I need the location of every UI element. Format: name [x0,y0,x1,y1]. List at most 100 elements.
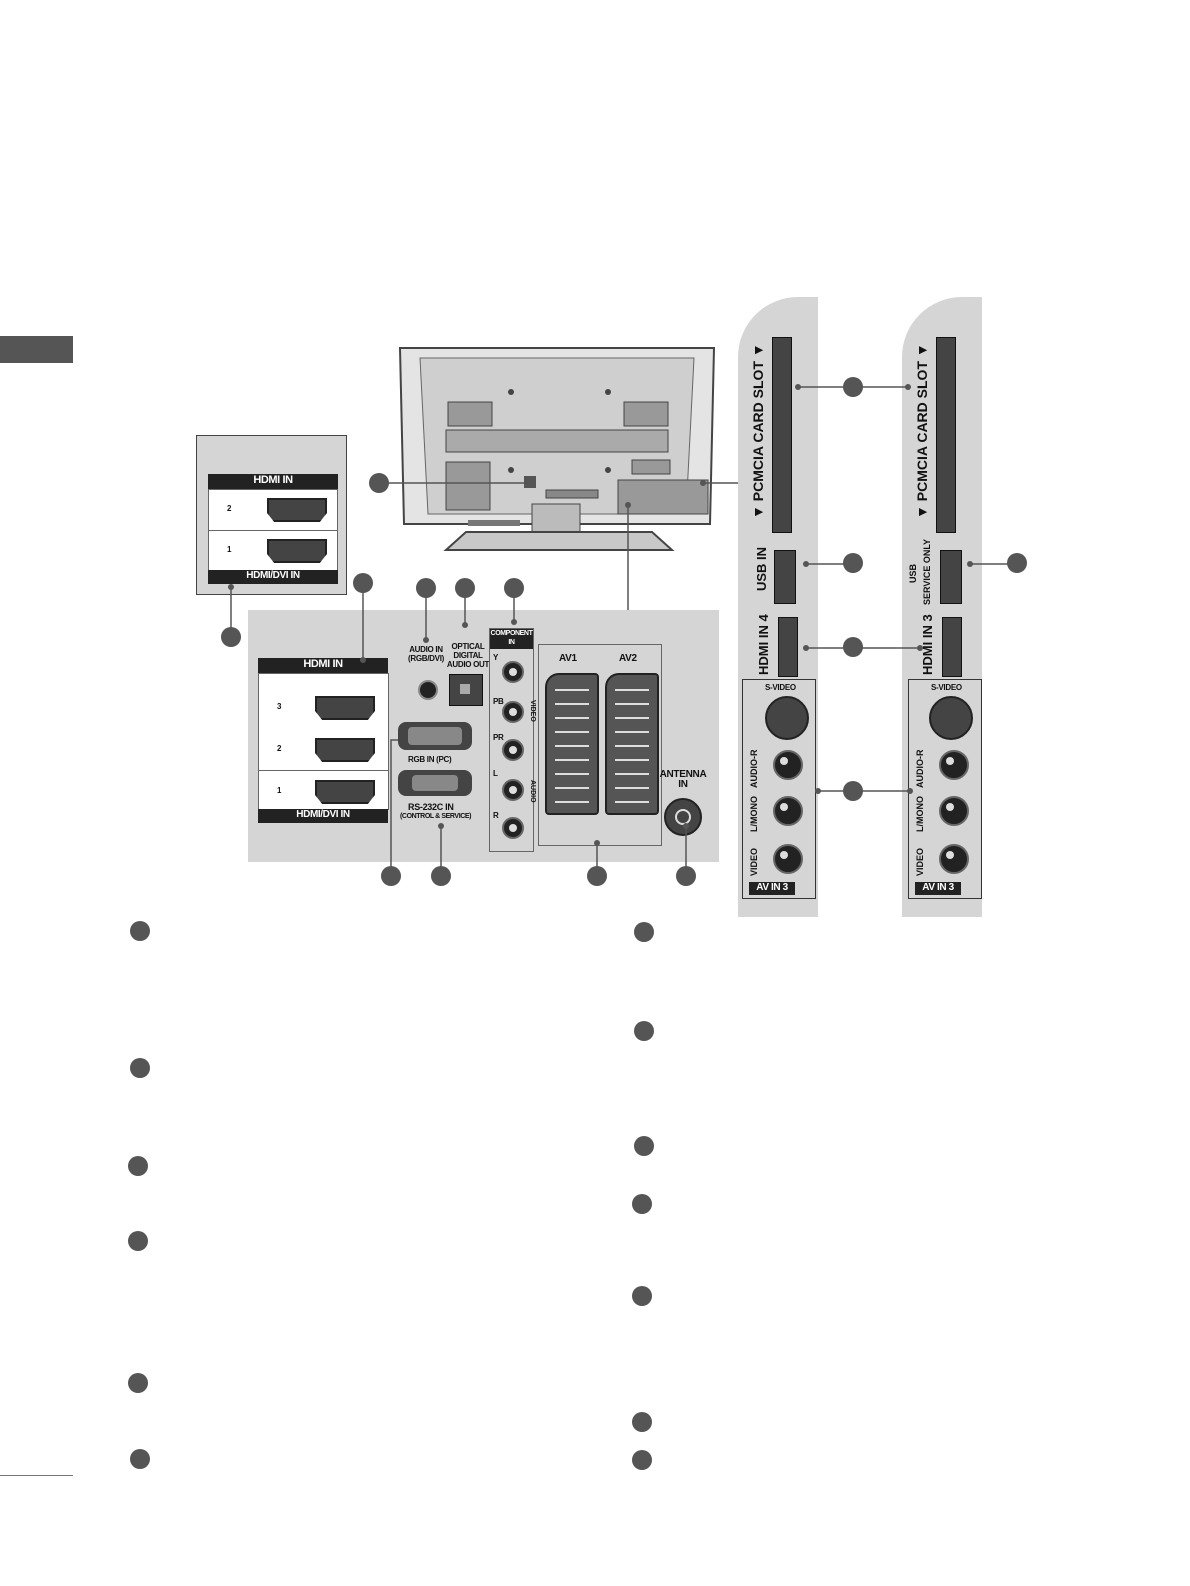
tv-back-illustration [398,347,716,551]
av-in-group: S-VIDEO AUDIO-R L/MONO VIDEO AV IN 3 [908,679,982,899]
callout-marker [843,377,863,397]
av1-label: AV1 [559,653,577,664]
av-in-label: AV IN 3 [749,882,795,895]
callout-marker [1007,553,1027,573]
audio-l-jack [773,796,803,826]
rs232-port [398,770,472,796]
component-l-jack [502,779,524,801]
comp-y-label: Y [493,653,499,662]
callout-marker [455,578,475,598]
legend-marker [130,1058,150,1078]
optical-text-3: AUDIO OUT [446,660,490,669]
callout-marker [369,473,389,493]
port-number: 3 [277,702,282,711]
component-y-jack [502,661,524,683]
optical-port [449,674,483,706]
legend-marker [128,1156,148,1176]
port-number: 2 [227,504,232,513]
callout-marker [587,866,607,886]
video-jack [773,844,803,874]
component-pr-jack [502,739,524,761]
callout-marker [353,573,373,593]
scart-av1-port [545,673,599,815]
divider [259,770,388,771]
hdmi-inset-port-2: 2 [208,489,338,531]
legend-marker [632,1194,652,1214]
hdmi-port-icon [267,498,327,522]
legend-marker [634,922,654,942]
optical-window [460,684,470,694]
optical-label: OPTICAL DIGITAL AUDIO OUT [446,642,490,669]
hdmi-inset-title: HDMI IN [208,474,338,489]
comp-pb-label: PB [493,697,504,706]
hdmi-port-icon [267,539,327,563]
legend-marker [632,1450,652,1470]
rs232-sub-label: (CONTROL & SERVICE) [400,813,472,820]
audio-in-label: AUDIO IN (RGB/DVI) [403,645,449,663]
scart-pins [555,683,589,803]
hdmi-group-footer: HDMI/DVI IN [258,809,388,823]
legend-marker [128,1373,148,1393]
audio-in-text: AUDIO IN [409,645,443,654]
port-number: 2 [277,744,282,753]
side-panel-left: ▼ PCMCIA CARD SLOT ▼ USB IN HDMI IN 4 S-… [738,297,818,917]
legend-marker [634,1136,654,1156]
callout-marker [843,637,863,657]
antenna-text-1: ANTENNA [659,769,707,780]
component-title-2: IN [508,639,515,646]
hdmi-port-icon [315,696,375,720]
hdmi-port-icon [315,780,375,804]
scart-pins [615,683,649,803]
hdmi-port-icon [315,738,375,762]
video-jack [939,844,969,874]
callout-marker [843,553,863,573]
rgb-in-port [398,722,472,750]
audio-in-sub-text: (RGB/DVI) [408,654,444,663]
component-pb-jack [502,701,524,723]
av2-label: AV2 [619,653,637,664]
antenna-port [664,798,702,836]
comp-l-label: L [493,769,498,778]
legend-marker [634,1021,654,1041]
component-title-1: COMPONENT [490,630,533,637]
component-r-jack [502,817,524,839]
legend-marker [128,1231,148,1251]
rs232-label: RS-232C IN [408,802,454,812]
footer-rule [0,1475,73,1476]
hdmi-group: 3 2 1 [258,673,389,810]
callout-marker [221,627,241,647]
hdmi-inset-box: HDMI IN 2 1 HDMI/DVI IN [196,435,347,595]
pcmcia-slot [936,337,956,533]
svideo-port [929,696,973,740]
callout-marker [676,866,696,886]
comp-r-label: R [493,811,499,820]
side-panel-right: ▼ PCMCIA CARD SLOT ▼ USB SERVICE ONLY HD… [902,297,982,917]
legend-marker [130,921,150,941]
port-number: 1 [277,786,282,795]
rs232-pins [412,775,458,791]
hdmi4-port [778,617,798,677]
port-number: 1 [227,545,232,554]
optical-text-2: DIGITAL [453,651,483,660]
rgb-in-label: RGB IN (PC) [408,755,452,764]
legend-marker [632,1412,652,1432]
section-tab [0,336,73,363]
rgb-pins [408,727,462,745]
comp-pr-label: PR [493,733,504,742]
pcmcia-slot [772,337,792,533]
svideo-label: S-VIDEO [765,683,796,692]
audio-in-jack [418,680,438,700]
component-group: COMPONENT IN Y PB PR L R [489,628,534,852]
svideo-label: S-VIDEO [931,683,962,692]
hdmi-inset-footer: HDMI/DVI IN [208,570,338,584]
optical-text-1: OPTICAL [451,642,485,651]
usb-port [774,550,796,604]
hdmi3-port [942,617,962,677]
callout-line [390,739,398,876]
legend-marker [632,1286,652,1306]
callout-marker [416,578,436,598]
antenna-text-2: IN [678,779,688,790]
callout-marker [381,866,401,886]
callout-marker [431,866,451,886]
